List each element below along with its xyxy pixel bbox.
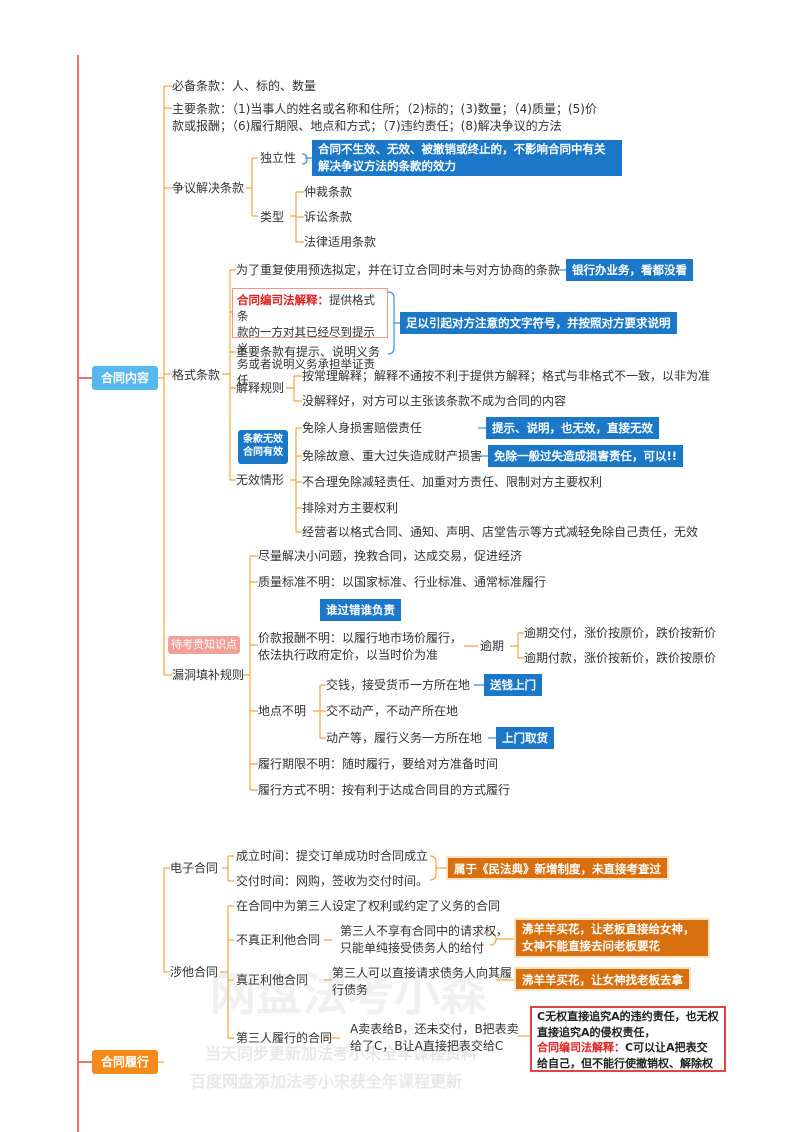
ecommerce-delivery: 交付时间：网购，签收为交付时间。 xyxy=(236,874,429,888)
third-party-label: 涉他合同 xyxy=(170,965,219,979)
standard-def: 为了重复使用预选拟定，并在订立合同时未与对方协商的条款 xyxy=(236,263,561,277)
fault-tag: 谁过错谁负责 xyxy=(320,599,401,621)
gap-period: 履行期限不明：随时履行，要给对方准备时间 xyxy=(258,757,499,771)
true-beneficiary-note: 沸羊羊买花，让女神找老板去拿 xyxy=(514,967,691,991)
main-terms-line2: 款或报酬；（6)履行期限、地点和方式；（7)违约责任；(8)解决争议的方法 xyxy=(172,119,562,133)
invalid-item-4: 排除对方主要权利 xyxy=(302,501,399,515)
third-party-performance-line1: A卖表给B，还未交付，B把表卖 xyxy=(350,1022,519,1036)
invalid-label: 无效情形 xyxy=(236,473,285,487)
ecommerce-formation: 成立时间：提交订单成功时合同成立 xyxy=(236,849,429,863)
invalid-item-1: 免除人身损害赔偿责任 xyxy=(302,421,423,435)
false-beneficiary-note: 沸羊羊买花，让老板直接给女神， 女神不能直接去问老板要花 xyxy=(514,918,710,958)
types-label: 类型 xyxy=(260,210,285,224)
true-beneficiary-line1: 第三人可以直接请求债务人向其履 xyxy=(332,966,513,980)
interpretation-box: 合同编司法解释：提供格式条 款的一方对其已经尽到提示义 务或者说明义务承担举证责… xyxy=(232,288,388,387)
gap-manner: 履行方式不明：按有利于达成合同目的方式履行 xyxy=(258,783,511,797)
invalid-item-1-note: 提示、说明，也无效，直接无效 xyxy=(486,417,659,439)
place-money: 交钱，接受货币一方所在地 xyxy=(326,678,471,692)
gap-price-line2: 依法执行政府定价，以当时价为准 xyxy=(258,648,439,662)
false-beneficiary-line2: 只能单纯接受债务人的给付 xyxy=(340,941,485,955)
overdue-delivery: 逾期交付，涨价按原价，跌价按新价 xyxy=(524,626,717,640)
important-terms-note: 足以引起对方注意的文字符号，并按照对方要求说明 xyxy=(400,312,677,334)
invalid-item-3: 不合理免除减轻责任、加重对方责任、限制对方主要权利 xyxy=(302,475,603,489)
false-beneficiary-label: 不真正利他合同 xyxy=(236,933,321,947)
gap-rule-quality: 质量标准不明：以国家标准、行业标准、通常标准履行 xyxy=(258,575,547,589)
invalid-item-5: 经营者以格式合同、通知、声明、店堂告示等方式减轻免除自己责任，无效 xyxy=(302,525,699,539)
third-party-performance-line2: 给了C，B让A直接把表交给C xyxy=(350,1039,504,1053)
explain-rules-label: 解释规则 xyxy=(236,381,285,395)
watermark-line-3: 百度网盘添加法考小宋获全年课程更新 xyxy=(190,1072,463,1091)
third-party-def: 在合同中为第三人设定了权利或约定了义务的合同 xyxy=(236,899,501,913)
type-litigation: 诉讼条款 xyxy=(304,210,353,224)
gap-filling-label: 漏洞填补规则 xyxy=(172,668,245,682)
standard-def-note: 银行办业务，看都没看 xyxy=(566,259,693,281)
watermark-line-2: 当天同步更新加法考小宋全年课程资料 xyxy=(205,1044,478,1063)
place-movable: 动产等，履行义务一方所在地 xyxy=(326,731,483,745)
third-party-performance-note: C无权直接追究A的违约责任，也无权 直接追究A的侵权责任， 合同编司法解释：C可… xyxy=(530,1006,726,1072)
main-terms-line1: 主要条款：（1)当事人的姓名或名称和住所；（2)标的；(3)数量；（4)质量；(… xyxy=(172,102,597,116)
dispute-clause-label: 争议解决条款 xyxy=(172,181,245,195)
third-party-performance-label: 第三人履行的合同 xyxy=(236,1031,333,1045)
invalid-badge: 条款无效 合同有效 xyxy=(238,430,288,464)
explain-rule-2: 没解释好，对方可以主张该条款不成为合同的内容 xyxy=(302,394,567,408)
false-beneficiary-line1: 第三人不享有合同中的请求权， xyxy=(340,924,509,938)
explain-rule-1: 按常理解释；解释不通按不利于提供方解释；格式与非格式不一致，以非为准 xyxy=(302,369,711,383)
essential-terms: 必备条款：人、标的、数量 xyxy=(172,79,317,93)
place-unclear-label: 地点不明 xyxy=(258,704,307,718)
type-arbitration: 仲裁条款 xyxy=(304,185,353,199)
invalid-item-2: 免除故意、重大过失造成财产损害 xyxy=(302,449,483,463)
true-beneficiary-label: 真正利他合同 xyxy=(236,973,309,987)
overdue-label: 逾期 xyxy=(480,639,505,653)
overdue-payment: 逾期付款，涨价按新价，跌价按原价 xyxy=(524,651,717,665)
gap-rule-1: 尽量解决小问题，挽救合同，达成交易，促进经济 xyxy=(258,549,523,563)
place-money-note: 送钱上门 xyxy=(484,674,542,696)
root-contract-performance[interactable]: 合同履行 xyxy=(92,1050,158,1074)
ecommerce-note: 属于《民法典》新增制度，未直接考查过 xyxy=(446,856,669,880)
type-applicable-law: 法律适用条款 xyxy=(304,235,377,249)
true-beneficiary-line2: 行债务 xyxy=(332,983,369,997)
independence-note: 合同不生效、无效、被撤销或终止的，不影响合同中有关 解决争议方法的条款的效力 xyxy=(312,140,622,176)
watermark-title: 网盘法考小森 xyxy=(210,967,486,1021)
ecommerce-label: 电子合同 xyxy=(170,861,219,875)
important-terms: 重要条款有提示、说明义务 xyxy=(236,345,381,359)
root-contract-content[interactable]: 合同内容 xyxy=(92,366,158,390)
place-movable-note: 上门取货 xyxy=(496,727,554,749)
key-point-tag: 待考贵知识点 xyxy=(168,636,240,654)
invalid-item-2-note: 免除一般过失造成损害责任，可以!! xyxy=(488,445,683,467)
gap-price-line1: 价款报酬不明：以履行地市场价履行， xyxy=(258,631,463,645)
standard-clause-label: 格式条款 xyxy=(172,368,221,382)
independence-label: 独立性 xyxy=(260,151,297,165)
place-immovable: 交不动产，不动产所在地 xyxy=(326,704,459,718)
